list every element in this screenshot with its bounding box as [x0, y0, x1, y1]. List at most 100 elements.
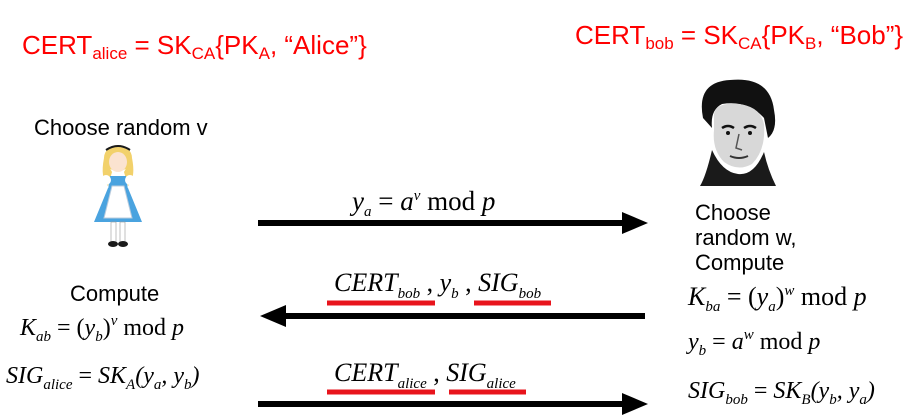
bob-sig-eq: = — [747, 378, 774, 404]
bob-yb-formula: yb = aw mod p — [688, 327, 821, 359]
kab-exp: v — [110, 313, 118, 329]
kba-k-sub: ba — [705, 299, 721, 315]
message-2-label: CERTbob , yb , SIGbob — [334, 268, 541, 302]
alice-sig-eq: = — [72, 363, 99, 389]
alice-choose-label: Choose random v — [34, 115, 208, 140]
message-arrow-1 — [258, 212, 648, 234]
m2-cert-sub: bob — [397, 286, 421, 302]
bob-sig-args: (y — [810, 378, 830, 404]
bob-sig-sk-sub: B — [801, 392, 811, 408]
yb-eq: = — [706, 329, 732, 355]
bob-choose-line-1: Choose — [695, 200, 771, 225]
message-3-label: CERTalice , SIGalice — [334, 358, 516, 392]
yb-exp: w — [743, 327, 754, 343]
m1-mod: mod — [420, 186, 482, 216]
cert-bob-rest: , “Bob”} — [816, 20, 904, 50]
m1-y-sub: a — [363, 204, 372, 220]
kba-y: y — [756, 282, 769, 311]
alice-sig-sk-sub: A — [126, 377, 136, 393]
alice-sig-b-sub: b — [184, 377, 192, 393]
m3-sep1: , — [426, 358, 447, 387]
m2-sig-sub: bob — [518, 286, 542, 302]
cert-bob-mid: = SK — [673, 20, 739, 50]
m2-sep1: , — [420, 268, 440, 297]
alice-sig-s: SIG — [6, 363, 44, 389]
m3-sig: SIG — [446, 358, 487, 387]
yb-mod: mod — [753, 329, 809, 355]
kba-close: ) — [775, 282, 785, 311]
alice-sig-a-sub: a — [153, 377, 162, 393]
alice-sig-close: ) — [191, 363, 200, 389]
alice-figure-icon — [94, 145, 142, 247]
cert-bob-prefix: CERT — [575, 20, 646, 50]
alice-compute-label: Compute — [70, 281, 160, 306]
bob-sig-s-sub: bob — [725, 392, 748, 408]
kba-mod: mod — [794, 282, 854, 311]
kba-eq: = ( — [720, 282, 757, 311]
message-arrow-2 — [260, 305, 645, 327]
bob-sig-formula: SIGbob = SKB(yb, ya) — [688, 378, 875, 408]
cert-alice-prefix: CERT — [22, 30, 93, 60]
kab-k-sub: ab — [36, 329, 52, 345]
alice-sig-comma: , y — [161, 363, 185, 389]
kba-exp: w — [784, 283, 795, 299]
m3-sig-sub: alice — [486, 376, 516, 392]
cert-bob: CERTbob = SKCA{PKB, “Bob”} — [575, 20, 904, 53]
message-arrow-3 — [258, 393, 648, 415]
m2-y: y — [439, 268, 452, 297]
cert-bob-ca-sub: CA — [738, 34, 762, 53]
m2-sep2: , — [458, 268, 479, 297]
alice-sig-formula: SIGalice = SKA(ya, yb) — [6, 363, 200, 393]
bob-sig-b-sub: b — [829, 392, 837, 408]
m3-cert-sub: alice — [397, 376, 427, 392]
m2-cert: CERT — [334, 268, 398, 297]
cert-alice-pk: {PK — [215, 30, 259, 60]
cert-alice-pk-sub: A — [258, 44, 270, 63]
bob-sig-s: SIG — [688, 378, 726, 404]
cert-alice-mid: = SK — [127, 30, 192, 60]
m1-exp: v — [413, 188, 421, 204]
m1-p: p — [481, 186, 496, 216]
cert-bob-pk: {PK — [761, 20, 806, 50]
message-1-label: ya = av mod p — [352, 186, 496, 220]
cert-alice-sub: alice — [92, 44, 128, 63]
kab-eq: = ( — [51, 315, 85, 341]
alice-sig-args: (y — [135, 363, 154, 389]
bob-kba-formula: Kba = (ya)w mod p — [688, 282, 867, 315]
kab-close: ) — [102, 315, 111, 341]
bob-choose-line-3: Compute — [695, 250, 785, 275]
yb-y-sub: b — [698, 343, 707, 359]
m1-y: y — [352, 186, 364, 216]
m3-cert: CERT — [334, 358, 398, 387]
kab-mod: mod — [117, 315, 173, 341]
kba-y-sub: a — [768, 299, 776, 315]
m2-sig: SIG — [478, 268, 519, 297]
cert-alice: CERTalice = SKCA{PKA, “Alice”} — [22, 30, 367, 63]
yb-p: p — [808, 329, 821, 355]
cert-alice-ca-sub: CA — [191, 44, 216, 63]
kab-y-sub: b — [95, 329, 103, 345]
kab-k: K — [20, 315, 37, 341]
kba-k: K — [688, 282, 706, 311]
bob-sig-a-sub: a — [859, 392, 867, 408]
kab-p: p — [172, 315, 185, 341]
alice-kab-formula: Kab = (yb)v mod p — [20, 313, 185, 345]
alice-sig-sk: SK — [98, 363, 127, 389]
m1-a: a — [400, 186, 414, 216]
yb-y: y — [688, 329, 699, 355]
kba-p: p — [853, 282, 867, 311]
cert-bob-pk-sub: B — [805, 34, 817, 53]
cert-alice-rest: , “Alice”} — [269, 30, 367, 60]
red-underlines — [327, 300, 551, 395]
bob-choose-label: Choose random w, Compute — [695, 200, 797, 275]
bob-sig-sk: SK — [773, 378, 802, 404]
alice-sig-s-sub: alice — [43, 377, 73, 393]
bob-sig-close: ) — [866, 378, 875, 404]
m2-y-sub: b — [451, 286, 459, 302]
yb-a: a — [731, 329, 744, 355]
bob-sig-comma: , y — [836, 378, 860, 404]
bob-choose-line-2: random w, — [695, 225, 797, 250]
cert-bob-sub: bob — [645, 34, 674, 53]
m1-eq: = — [371, 186, 401, 216]
